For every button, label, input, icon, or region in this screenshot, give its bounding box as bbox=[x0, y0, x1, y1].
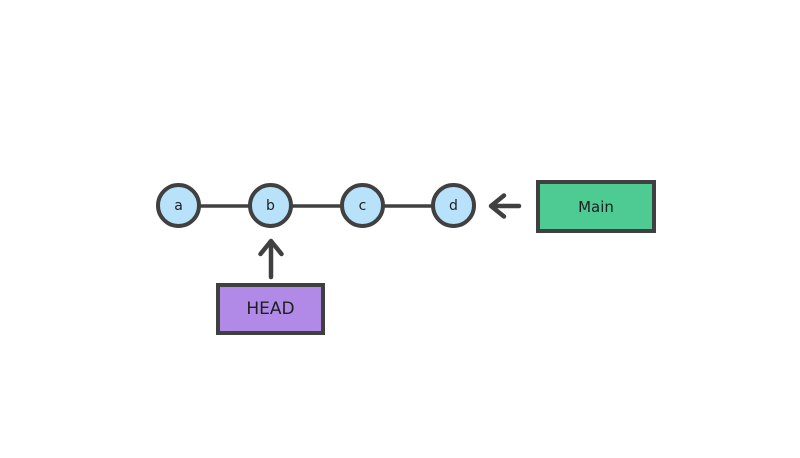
branch-label-main-text: Main bbox=[578, 197, 614, 216]
head-label-text: HEAD bbox=[246, 299, 295, 319]
commit-node-b-label: b bbox=[266, 197, 275, 214]
commit-node-d-label: d bbox=[449, 197, 458, 214]
commit-node-d: d bbox=[431, 183, 476, 228]
head-arrow-up-icon bbox=[258, 238, 284, 280]
commit-node-a: a bbox=[156, 183, 201, 228]
branch-label-main: Main bbox=[536, 180, 656, 233]
commit-node-c: c bbox=[340, 183, 385, 228]
head-label: HEAD bbox=[216, 283, 325, 335]
commit-node-c-label: c bbox=[358, 197, 367, 214]
branch-arrow-left-icon bbox=[488, 193, 522, 219]
commit-node-b: b bbox=[248, 183, 293, 228]
commit-node-a-label: a bbox=[174, 197, 183, 214]
